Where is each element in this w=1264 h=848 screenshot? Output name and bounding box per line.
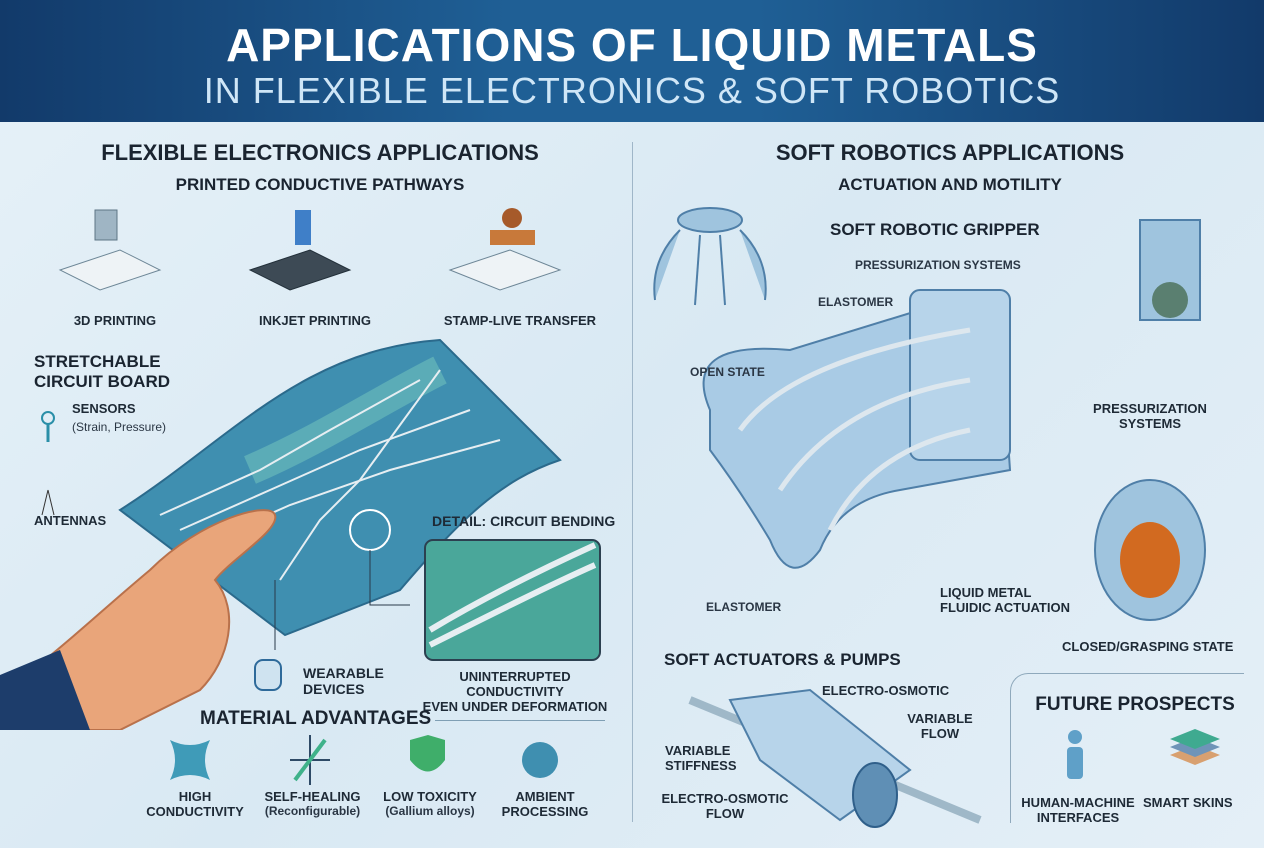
smart-skins-label: SMART SKINS	[1143, 795, 1233, 810]
future-panel	[1010, 673, 1244, 823]
open-gripper-icon	[653, 207, 767, 306]
mesh-compress-icon	[170, 740, 210, 780]
stamp-icon	[448, 208, 562, 291]
pressurization-top-label: PRESSURIZATION SYSTEMS	[855, 258, 1021, 272]
adv-self-healing: SELF-HEALING(Reconfigurable)	[264, 789, 361, 818]
header-banner: APPLICATIONS OF LIQUID METALS IN FLEXIBL…	[0, 0, 1264, 122]
droplet-icon	[522, 742, 558, 778]
method-stamp: STAMP-LIVE TRANSFER	[443, 313, 597, 328]
sensors-note: (Strain, Pressure)	[72, 420, 167, 434]
closed-state-label: CLOSED/GRASPING STATE	[1062, 639, 1234, 654]
sensor-icon	[41, 411, 55, 442]
self-healing-icon	[290, 735, 330, 785]
future-title: FUTURE PROSPECTS	[1035, 694, 1235, 715]
right-section-title: SOFT ROBOTICS APPLICATIONS	[775, 140, 1125, 165]
closed-gripper-icon	[1139, 219, 1201, 321]
gripper-illustration	[653, 207, 1206, 621]
elastomer-top-label: ELASTOMER	[818, 295, 894, 309]
advantages-title: MATERIAL ADVANTAGES	[200, 708, 432, 729]
antennas-label: ANTENNAS	[34, 513, 107, 528]
method-3d: 3D PRINTING	[73, 313, 157, 328]
inkjet-icon	[248, 210, 352, 291]
advantages-rule	[435, 720, 605, 721]
adv-toxicity: LOW TOXICITY(Gallium alloys)	[383, 789, 477, 818]
method-inkjet: INKJET PRINTING	[259, 313, 371, 328]
printed-title: PRINTED CONDUCTIVE PATHWAYS	[175, 175, 465, 194]
pump-illustration	[688, 688, 982, 828]
advantages-icons	[170, 735, 558, 785]
wearable-icon	[254, 659, 282, 691]
open-state-label: OPEN STATE	[690, 365, 765, 379]
stretchable-board-illustration	[0, 338, 601, 730]
future-icons	[1067, 729, 1220, 779]
column-divider	[632, 142, 633, 822]
detail-label: DETAIL: CIRCUIT BENDING	[432, 513, 616, 529]
human-icon	[1067, 730, 1083, 779]
elastomer-bottom-label: ELASTOMER	[706, 600, 782, 614]
smart-skin-icon	[1170, 729, 1220, 765]
printing-illustrations	[58, 208, 562, 291]
pumps-title: SOFT ACTUATORS & PUMPS	[664, 650, 901, 669]
eo-top-label: ELECTRO-OSMOTIC	[822, 683, 950, 698]
detail-inset	[424, 539, 601, 661]
left-section-title: FLEXIBLE ELECTRONICS APPLICATIONS	[101, 140, 539, 165]
antenna-icon	[41, 489, 55, 516]
3d-printer-icon	[58, 209, 162, 291]
page-subtitle: IN FLEXIBLE ELECTRONICS & SOFT ROBOTICS	[203, 70, 1061, 111]
page-title: APPLICATIONS OF LIQUID METALS	[226, 19, 1038, 71]
actuation-title: ACTUATION AND MOTILITY	[838, 175, 1062, 194]
sensors-label: SENSORS	[72, 401, 136, 416]
shield-check-icon	[410, 735, 445, 772]
gripper-title: SOFT ROBOTIC GRIPPER	[830, 220, 1040, 239]
